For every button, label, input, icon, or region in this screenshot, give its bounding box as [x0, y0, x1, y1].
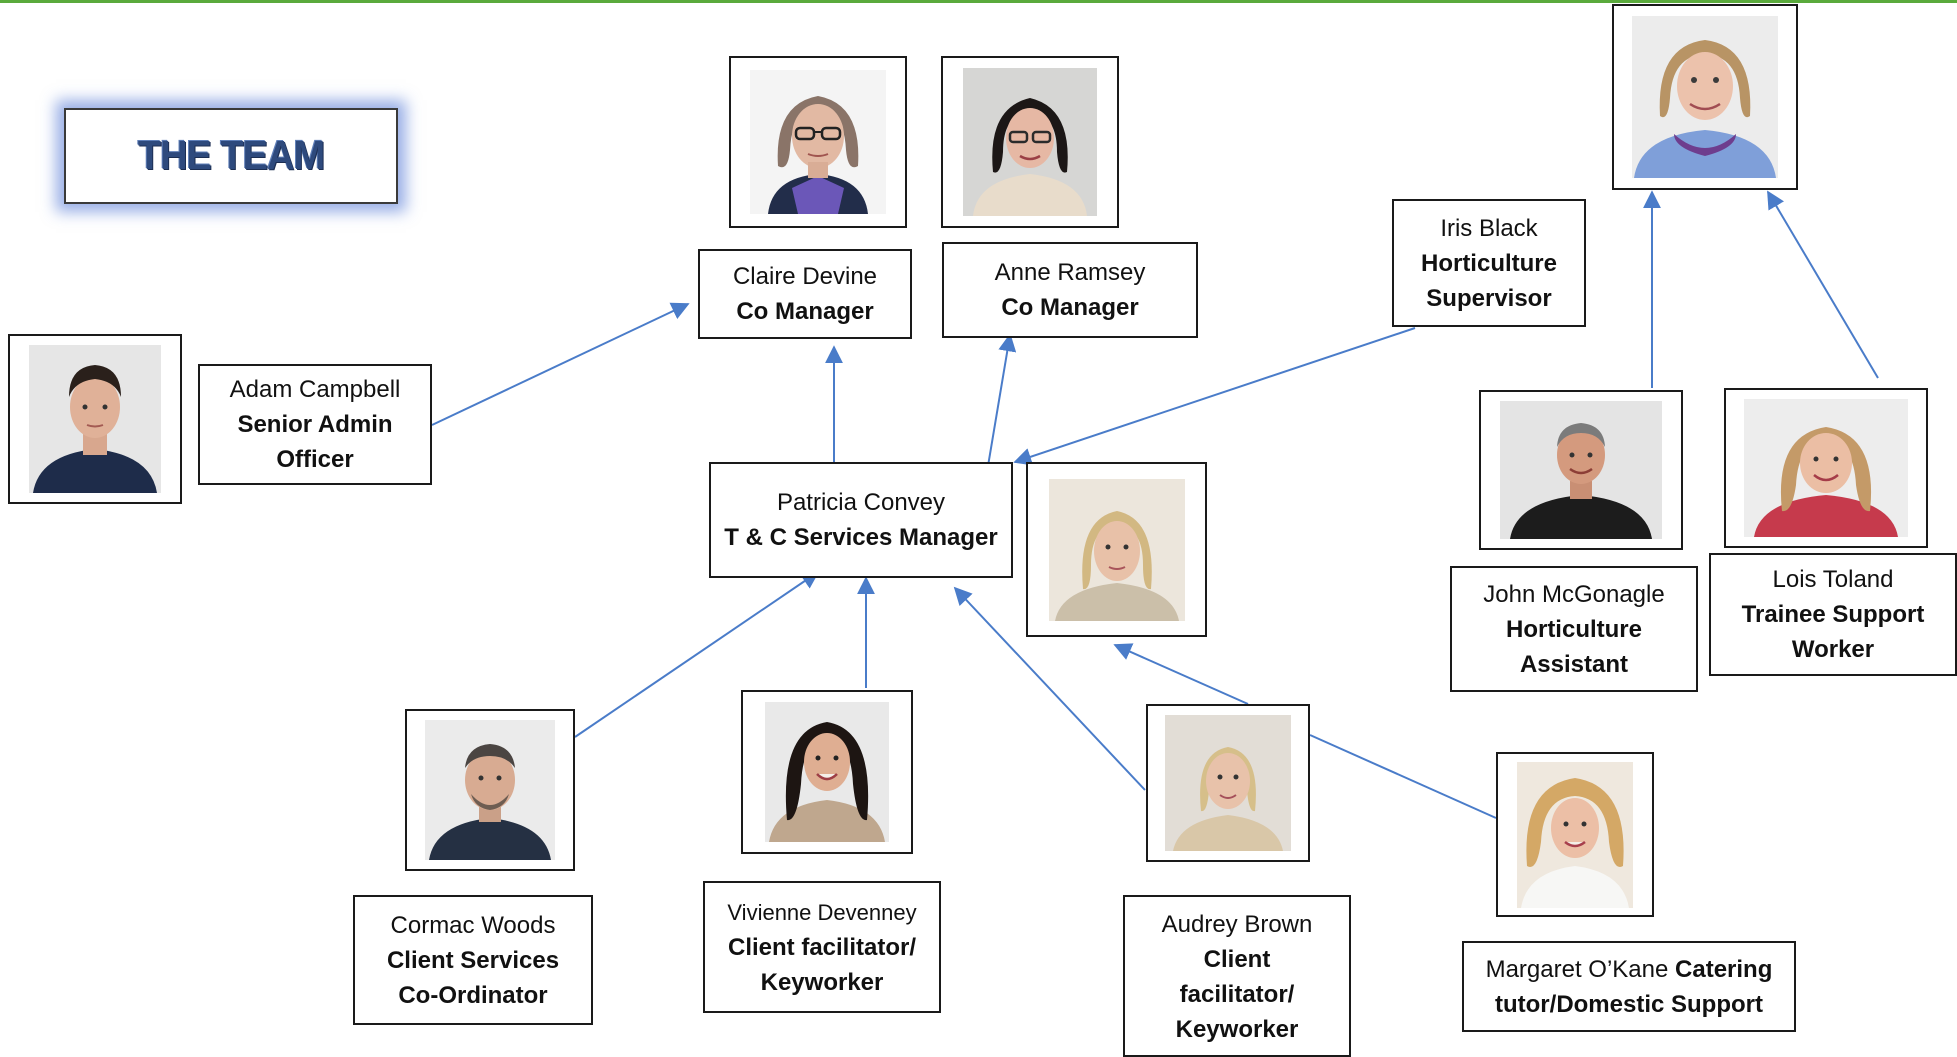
team-title: THE TEAM	[137, 132, 325, 179]
photo-unnamed-staff	[1026, 462, 1207, 637]
photo-margaret-okane	[1496, 752, 1654, 917]
adam-name: Adam Campbell	[229, 376, 401, 403]
iris-name: Iris Black	[1440, 214, 1538, 242]
john-role-line2: Assistant	[1519, 650, 1629, 678]
photo-cormac-woods	[405, 709, 575, 871]
card-vivienne-devenney: Vivienne Devenney Client facilitator/ Ke…	[703, 881, 941, 1013]
arrow-audrey-to-patricia	[953, 586, 1146, 791]
card-cormac-woods: Cormac Woods Client Services Co-Ordinato…	[353, 895, 593, 1025]
arrow-iris-to-patricia	[1013, 327, 1416, 466]
photo-vivienne-devenney	[741, 690, 913, 854]
card-adam-campbell: Adam Campbell Senior Admin Officer	[198, 364, 432, 485]
photo-anne-ramsey	[941, 56, 1119, 228]
lois-role-line2: Worker	[1791, 636, 1875, 663]
photo-lois-toland	[1724, 388, 1928, 548]
portrait-top-right	[1632, 16, 1778, 178]
cormac-role-line1: Client Services	[386, 946, 560, 974]
photo-adam-campbell	[8, 334, 182, 504]
portrait-lois	[1744, 399, 1908, 537]
audrey-role-line1: Client	[1203, 946, 1271, 973]
vivienne-name: Vivienne Devenney	[727, 899, 917, 925]
patricia-role: T & C Services Manager	[724, 524, 998, 551]
portrait-adam	[29, 345, 161, 493]
arrow-patricia-to-anne	[987, 333, 1017, 467]
portrait-cormac	[425, 720, 555, 860]
portrait-vivienne	[765, 702, 889, 842]
card-john-mcgonagle: John McGonagle Horticulture Assistant	[1450, 566, 1698, 692]
arrow-lois-to-top	[1767, 190, 1879, 379]
photo-top-right	[1612, 4, 1798, 190]
portrait-john	[1500, 401, 1662, 539]
portrait-unnamed	[1048, 478, 1185, 621]
portrait-claire	[750, 70, 886, 214]
adam-role-line1: Senior Admin	[237, 411, 393, 438]
card-audrey-brown: Audrey Brown Client facilitator/ Keywork…	[1123, 895, 1351, 1057]
card-margaret-okane: Margaret O’Kane Catering tutor/Domestic …	[1462, 941, 1796, 1032]
iris-role-line2: Supervisor	[1426, 284, 1552, 312]
adam-role-line2: Officer	[276, 446, 354, 473]
claire-name: Claire Devine	[732, 263, 878, 290]
audrey-name: Audrey Brown	[1161, 911, 1313, 938]
vivienne-role-line2: Keyworker	[760, 968, 884, 996]
card-lois-toland: Lois Toland Trainee Support Worker	[1709, 553, 1957, 676]
card-patricia-convey: Patricia Convey T & C Services Manager	[709, 462, 1013, 578]
lois-name: Lois Toland	[1772, 566, 1894, 593]
audrey-role-line3: Keyworker	[1175, 1016, 1299, 1043]
iris-role-line1: Horticulture	[1420, 249, 1557, 277]
margaret-name: Margaret O’Kane	[1485, 955, 1669, 983]
card-claire-devine: Claire Devine Co Manager	[698, 249, 912, 339]
card-iris-black: Iris Black Horticulture Supervisor	[1392, 199, 1586, 327]
portrait-anne	[963, 68, 1097, 216]
arrow-adam-to-claire	[431, 302, 690, 426]
top-accent-line	[0, 0, 1957, 3]
patricia-name: Patricia Convey	[776, 489, 946, 516]
margaret-role-line2: tutor/Domestic Support	[1495, 990, 1763, 1018]
cormac-role-line2: Co-Ordinator	[398, 981, 548, 1009]
portrait-margaret	[1517, 761, 1633, 908]
arrow-audrey-to-unnamed	[1113, 643, 1249, 705]
anne-role: Co Manager	[1001, 294, 1139, 321]
claire-role: Co Manager	[736, 298, 874, 325]
photo-audrey-brown	[1146, 704, 1310, 862]
title-box: THE TEAM	[64, 108, 398, 204]
photo-claire-devine	[729, 56, 907, 228]
lois-role-line1: Trainee Support	[1741, 601, 1925, 628]
line-audrey-to-margaret	[1309, 734, 1497, 819]
cormac-name: Cormac Woods	[390, 911, 556, 939]
portrait-audrey	[1165, 715, 1291, 851]
john-role-line1: Horticulture	[1505, 615, 1642, 643]
audrey-role-line2: facilitator/	[1179, 981, 1295, 1008]
john-name: John McGonagle	[1483, 580, 1665, 608]
anne-name: Anne Ramsey	[994, 259, 1146, 286]
photo-john-mcgonagle	[1479, 390, 1683, 550]
margaret-line1: Margaret O’Kane Catering	[1486, 952, 1773, 987]
card-anne-ramsey: Anne Ramsey Co Manager	[942, 242, 1198, 338]
margaret-role-inline: Catering	[1675, 955, 1773, 983]
vivienne-role-line1: Client facilitator/	[727, 933, 917, 961]
arrow-cormac-to-patricia	[574, 570, 820, 738]
